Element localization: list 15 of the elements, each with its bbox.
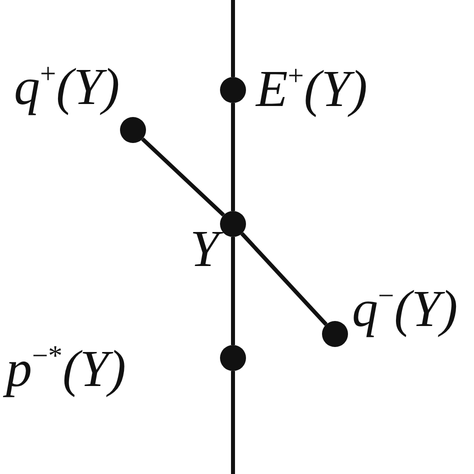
point-dot [322, 321, 348, 347]
point-dot [220, 345, 246, 371]
connector-line [231, 237, 235, 345]
point-label: q$^{−}$(Y) [351, 284, 459, 336]
point-label: q$^{+}$(Y) [13, 62, 121, 114]
point-label: p$^{−*}$(Y) [0, 344, 132, 396]
point-label: Y [184, 224, 225, 276]
connector-line [141, 137, 225, 217]
point-dot [220, 77, 246, 103]
connector-line [231, 371, 235, 474]
point-label: E$^{+}$(Y) [254, 64, 368, 116]
connector-line [231, 103, 235, 211]
connector-line [231, 0, 235, 77]
point-dot [120, 117, 146, 143]
connector-line [240, 232, 328, 326]
